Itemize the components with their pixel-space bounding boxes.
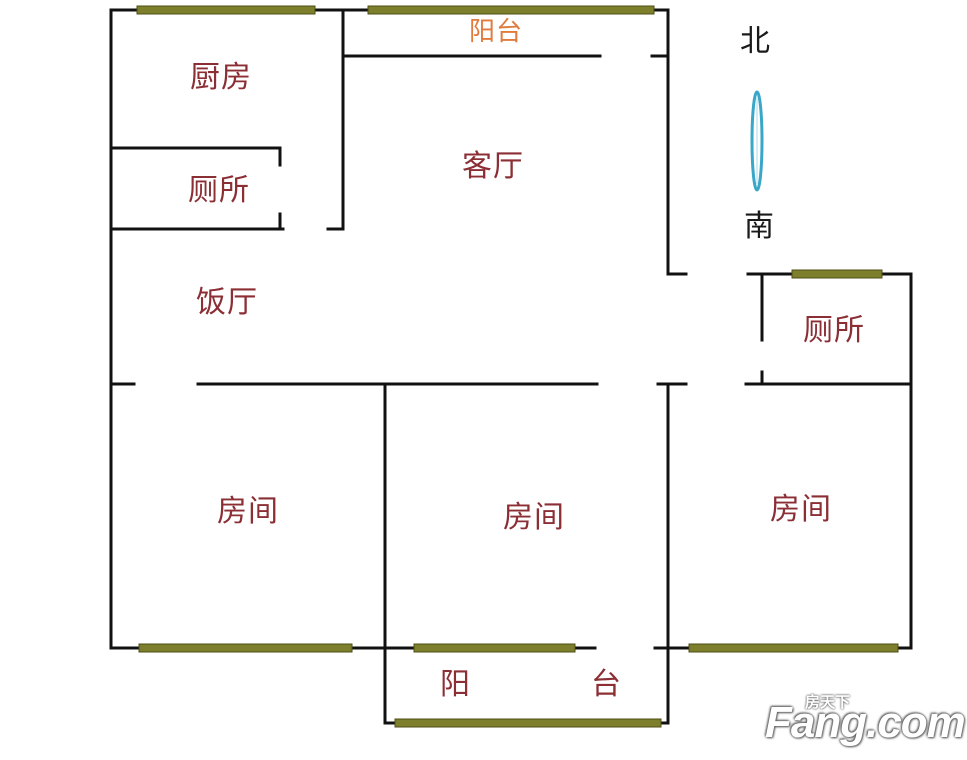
window [413,643,576,653]
windows [136,5,899,728]
room-label-bedroom-middle: 房间 [503,500,565,535]
window [394,718,662,728]
room-label-north-balcony: 阳台 [469,17,524,47]
walls [109,8,913,725]
window [136,5,316,15]
room-label-south-balcony-1: 阳 [440,667,471,702]
room-label-dining: 饭厅 [196,285,258,320]
window [688,643,899,653]
room-label-toilet-east: 厕所 [803,313,865,348]
room-label-bedroom-east: 房间 [770,492,832,527]
room-label-toilet: 厕所 [188,173,250,208]
compass-needle-icon [750,90,764,192]
compass-north-label: 北 [740,24,770,59]
window [367,5,655,15]
room-label-living: 客厅 [462,149,524,184]
room-label-south-balcony-2: 台 [591,667,622,702]
fang-watermark-logo: 房天下 Fang.com [765,688,966,750]
room-label-bedroom-west: 房间 [217,494,279,529]
room-label-kitchen: 厨房 [190,60,252,95]
watermark-big-text: Fang.com [765,698,966,747]
window [791,269,883,279]
watermark-small-text: 房天下 [805,693,851,711]
window [138,643,353,653]
compass-south-label: 南 [744,209,774,244]
